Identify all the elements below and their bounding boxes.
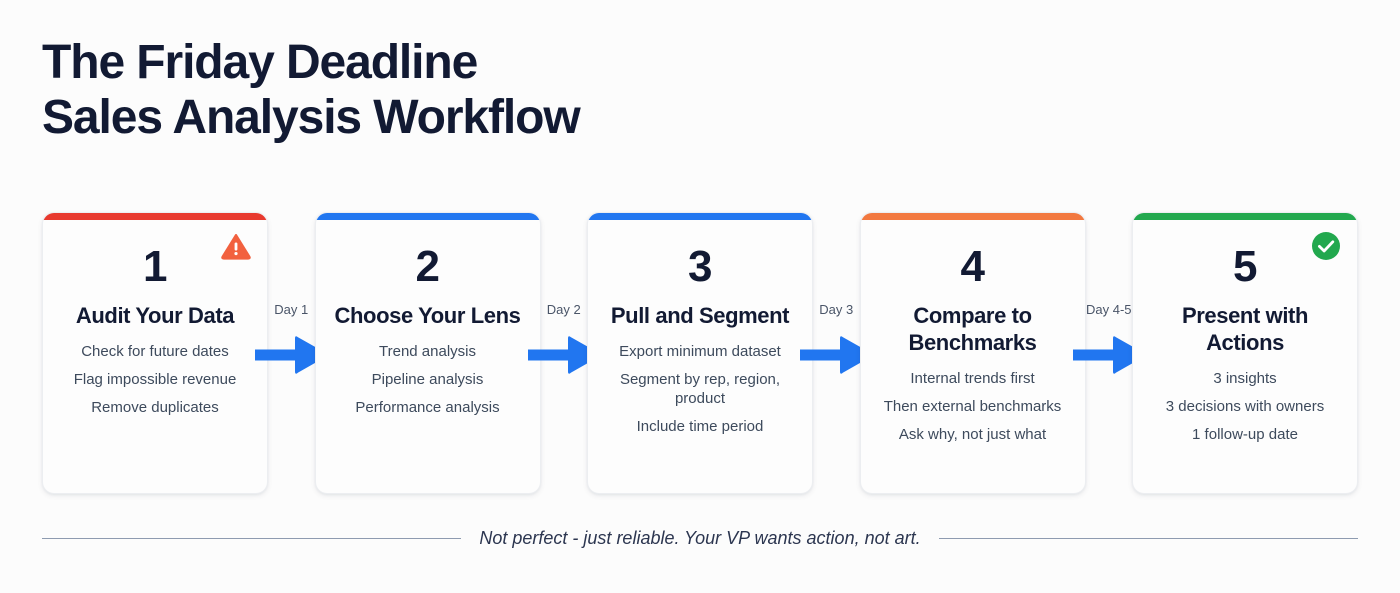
workflow-step-card-1[interactable]: 1 Audit Your Data Check for future dates… [42,212,268,494]
arrow-right-icon [255,334,327,376]
card-bullet: Trend analysis [379,342,476,360]
card-number-5: 5 [1233,242,1257,291]
card-bullet: Segment by rep, region, product [619,371,781,408]
card-number-1: 1 [143,242,167,291]
card-title-1: Audit Your Data [75,303,235,328]
card-bullets-5: 3 insights 3 decisions with owners 1 fol… [1143,369,1347,445]
card-number-3: 3 [688,242,712,291]
workflow-step-card-4[interactable]: 4 Compare to Benchmarks Internal trends … [859,212,1086,494]
footer-rule-left [42,538,462,539]
card-bullets-2: Trend analysis Pipeline analysis Perform… [326,342,530,418]
connector-label-day-1: Day 1 [274,302,309,317]
card-bullets-1: Check for future dates Flag impossible r… [53,342,257,418]
page-title-line-1: The Friday Deadline [42,36,478,89]
card-number-4: 4 [960,242,985,291]
card-accent-bar-3 [588,213,812,220]
arrow-right-icon [527,334,600,376]
card-bullet: 3 decisions with owners [1165,397,1325,415]
footer: Not perfect - just reliable. Your VP wan… [42,528,1359,549]
workflow-step-card-5[interactable]: 5 Present with Actions 3 insights 3 deci… [1132,212,1358,494]
card-title-4: Compare to Benchmarks [908,303,1037,355]
card-accent-bar-4 [860,213,1085,220]
card-bullet: Remove duplicates [91,399,219,417]
card-bullet: Ask why, not just what [898,426,1047,444]
card-bullet: Include time period [636,418,764,436]
check-icon [1311,231,1341,261]
card-bullet: Check for future dates [81,342,229,360]
card-bullets-3: Export minimum dataset Segment by rep, r… [598,342,802,437]
card-bullet: Performance analysis [355,399,500,417]
page-title: The Friday Deadline Sales Analysis Workf… [42,36,802,145]
workflow-connector-3: Day 3 [800,212,872,494]
workflow-connector-2: Day 2 [527,212,599,494]
warning-icon [221,231,251,261]
connector-label-day-2: Day 2 [546,302,581,317]
footer-tagline: Not perfect - just reliable. Your VP wan… [479,528,921,548]
card-accent-bar-5 [1133,213,1357,220]
workflow-step-card-3[interactable]: 3 Pull and Segment Export minimum datase… [587,212,813,494]
card-bullet: Flag impossible revenue [73,371,237,389]
card-bullet: Export minimum dataset [619,342,781,360]
card-bullet: 3 insights [1213,369,1277,387]
card-bullet: Then external benchmarks [883,397,1062,415]
card-number-2: 2 [415,242,440,291]
card-bullet: Internal trends first [910,369,1035,387]
workflow-connector-4: Day 4-5 [1072,212,1144,494]
arrow-right-icon [800,334,872,376]
page-title-line-2: Sales Analysis Workflow [42,90,581,144]
card-accent-bar-1 [43,213,267,220]
card-bullet: Pipeline analysis [371,371,484,389]
card-bullets-4: Internal trends first Then external benc… [871,369,1075,445]
arrow-right-icon [1072,334,1145,376]
card-accent-bar-2 [315,213,540,220]
card-title-2: Choose Your Lens [334,303,521,328]
workflow-step-card-2[interactable]: 2 Choose Your Lens Trend analysis Pipeli… [314,212,541,494]
card-title-3: Pull and Segment [610,303,790,328]
workflow-connector-1: Day 1 [255,212,327,494]
card-title-5: Present with Actions [1181,303,1308,355]
footer-rule-right [938,538,1359,539]
connector-label-day-3: Day 3 [819,302,854,317]
card-bullet: 1 follow-up date [1192,426,1298,444]
workflow-steps-container: 1 Audit Your Data Check for future dates… [42,212,1358,496]
connector-label-day-4-5: Day 4-5 [1085,302,1132,317]
